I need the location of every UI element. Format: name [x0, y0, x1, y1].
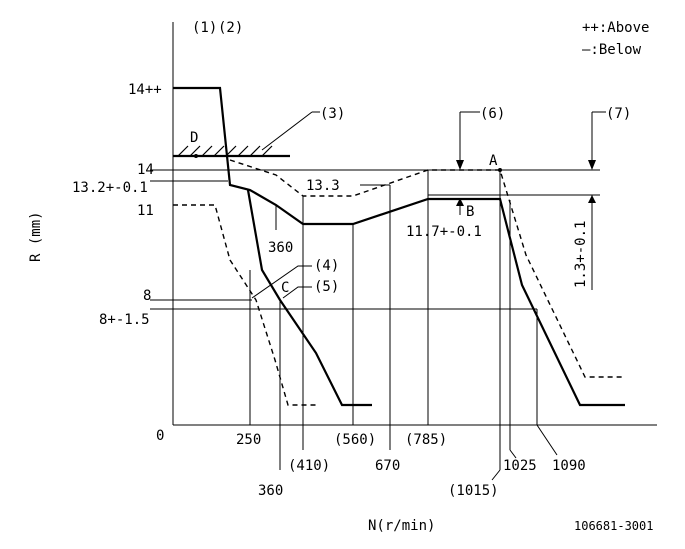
value-360: 360 [268, 240, 293, 256]
legend-above: ++:Above [582, 20, 649, 36]
above-curve-left [173, 204, 318, 406]
y-label-13-2: 13.2+-0.1 [72, 180, 148, 196]
x-label-1015: (1015) [448, 483, 499, 499]
x-label-785: (785) [405, 432, 447, 448]
arrow-7-down [588, 160, 596, 170]
marker-1: (1) [192, 20, 217, 36]
arrow-7-up [588, 195, 596, 203]
y-label-8-tol: 8+-1.5 [99, 312, 150, 328]
y-label-8: 8 [143, 288, 151, 304]
x-axis-title: N(r/min) [368, 518, 435, 534]
x-label-360: 360 [258, 483, 283, 499]
value-13-3: 13.3 [306, 178, 340, 194]
label-D: D [190, 130, 198, 146]
document-id: 106681-3001 [574, 519, 653, 533]
note-7: (7) [606, 106, 631, 122]
leader-3 [261, 111, 313, 151]
tick-1015-leader [491, 469, 501, 481]
point-A [498, 168, 502, 172]
x-label-410: (410) [288, 458, 330, 474]
y-axis-title: R (mm) [28, 211, 44, 262]
value-11-7: 11.7+-0.1 [406, 224, 482, 240]
above-curve-right [229, 159, 625, 378]
point-D [194, 154, 198, 158]
x-label-670: 670 [375, 458, 400, 474]
origin-label: 0 [156, 428, 164, 444]
note-3: (3) [320, 106, 345, 122]
note-4: (4) [314, 258, 339, 274]
below-curve-fall [246, 189, 372, 407]
value-1-3: 1.3+-0.1 [573, 221, 589, 288]
label-B: B [466, 204, 474, 220]
stop-bar-hatching [177, 145, 273, 157]
arrow-B-up [456, 198, 464, 206]
marker-2: (2) [218, 20, 243, 36]
y-label-14: 14 [137, 162, 154, 178]
y-label-14pp: 14++ [128, 82, 162, 98]
x-label-250: 250 [236, 432, 261, 448]
arrow-6-down [456, 160, 464, 170]
leader-5 [282, 286, 312, 299]
label-A: A [489, 153, 498, 169]
below-curve-left [173, 86, 625, 407]
note-6: (6) [480, 106, 505, 122]
tick-1090-leader [536, 424, 558, 456]
x-label-560: (560) [334, 432, 376, 448]
x-label-1090: 1090 [552, 458, 586, 474]
label-C: C [281, 280, 289, 296]
note-5: (5) [314, 279, 339, 295]
legend-below: —:Below [582, 42, 642, 58]
y-label-11: 11 [137, 203, 154, 219]
tick-1025-leader [509, 449, 517, 459]
x-label-1025: 1025 [503, 458, 537, 474]
leader-4 [251, 265, 312, 299]
